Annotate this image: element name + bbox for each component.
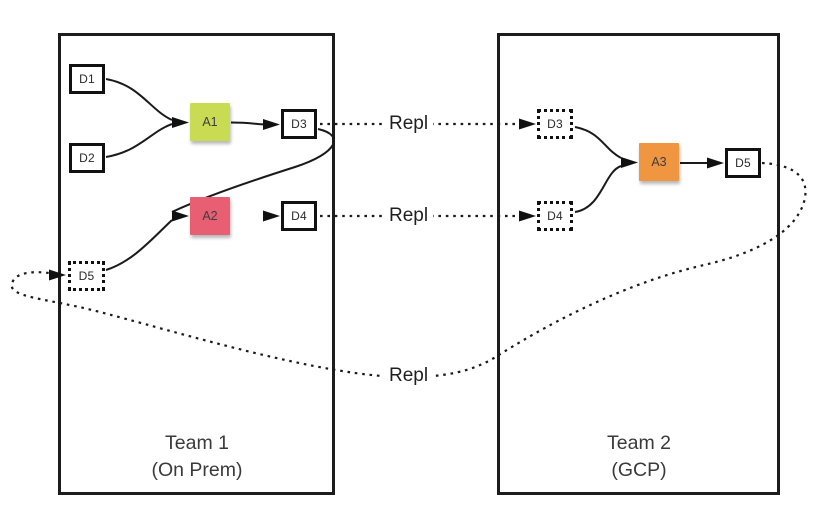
arrowhead-d4-in	[263, 210, 280, 222]
team2-caption: Team 2 (GCP)	[559, 430, 719, 484]
edge-d3r-a3	[574, 126, 622, 159]
team1-caption: Team 1 (On Prem)	[117, 430, 277, 484]
repl-label-top: Repl	[384, 112, 434, 136]
arrowhead-d4r-in	[519, 210, 536, 222]
edge-repl-loop	[10, 161, 807, 379]
team2-boundary	[497, 33, 780, 495]
node-team1-d4-label: D4	[291, 209, 307, 223]
node-team1-d5-label: D5	[78, 269, 95, 283]
team2-caption-line1: Team 2	[607, 432, 671, 454]
arrowhead-d3r-in	[519, 118, 536, 130]
node-team2-d4-label: D4	[547, 209, 563, 223]
node-team1-d4: D4	[281, 201, 317, 231]
node-team1-d5-replica: D5	[68, 261, 105, 291]
node-team1-d1-label: D1	[79, 72, 95, 86]
node-team1-a1: A1	[190, 103, 230, 141]
edge-a1-d3	[230, 121, 265, 126]
repl-label-bottom: Repl	[384, 364, 434, 388]
team1-caption-line2: (On Prem)	[151, 459, 243, 481]
node-team2-d5: D5	[725, 148, 761, 178]
repl-label-middle: Repl	[384, 204, 434, 228]
edge-d4r-a3	[574, 165, 622, 213]
node-team1-d2: D2	[69, 143, 105, 173]
node-team1-d3: D3	[281, 109, 317, 139]
team1-boundary	[58, 33, 335, 495]
node-team1-a1-label: A1	[202, 115, 218, 129]
edge-d1-a1	[105, 78, 173, 121]
team2-caption-line2: (GCP)	[611, 459, 667, 481]
node-team2-a3: A3	[639, 143, 679, 181]
node-team2-d3-replica: D3	[537, 109, 573, 139]
node-team1-a2-label: A2	[202, 209, 218, 223]
node-team1-d1: D1	[69, 64, 105, 94]
team1-caption-line1: Team 1	[165, 432, 229, 454]
node-team1-a2: A2	[190, 197, 230, 235]
arrowhead-d5l-in	[49, 269, 66, 281]
arrowhead-a3-in	[621, 157, 638, 168]
arrowhead-a2-in	[172, 210, 189, 222]
node-team2-d4-replica: D4	[537, 201, 573, 231]
node-team2-d5-label: D5	[735, 156, 751, 170]
edge-d2-a1	[105, 123, 173, 158]
arrowhead-d3-in	[263, 119, 280, 130]
node-team1-d3-label: D3	[291, 117, 307, 131]
arrowhead-d5r-in	[707, 157, 724, 169]
node-team1-d2-label: D2	[79, 151, 95, 165]
arrowhead-a1-in	[172, 117, 189, 128]
node-team2-a3-label: A3	[651, 155, 667, 169]
node-team2-d3-label: D3	[547, 117, 563, 131]
edge-d5-a2	[105, 219, 173, 271]
